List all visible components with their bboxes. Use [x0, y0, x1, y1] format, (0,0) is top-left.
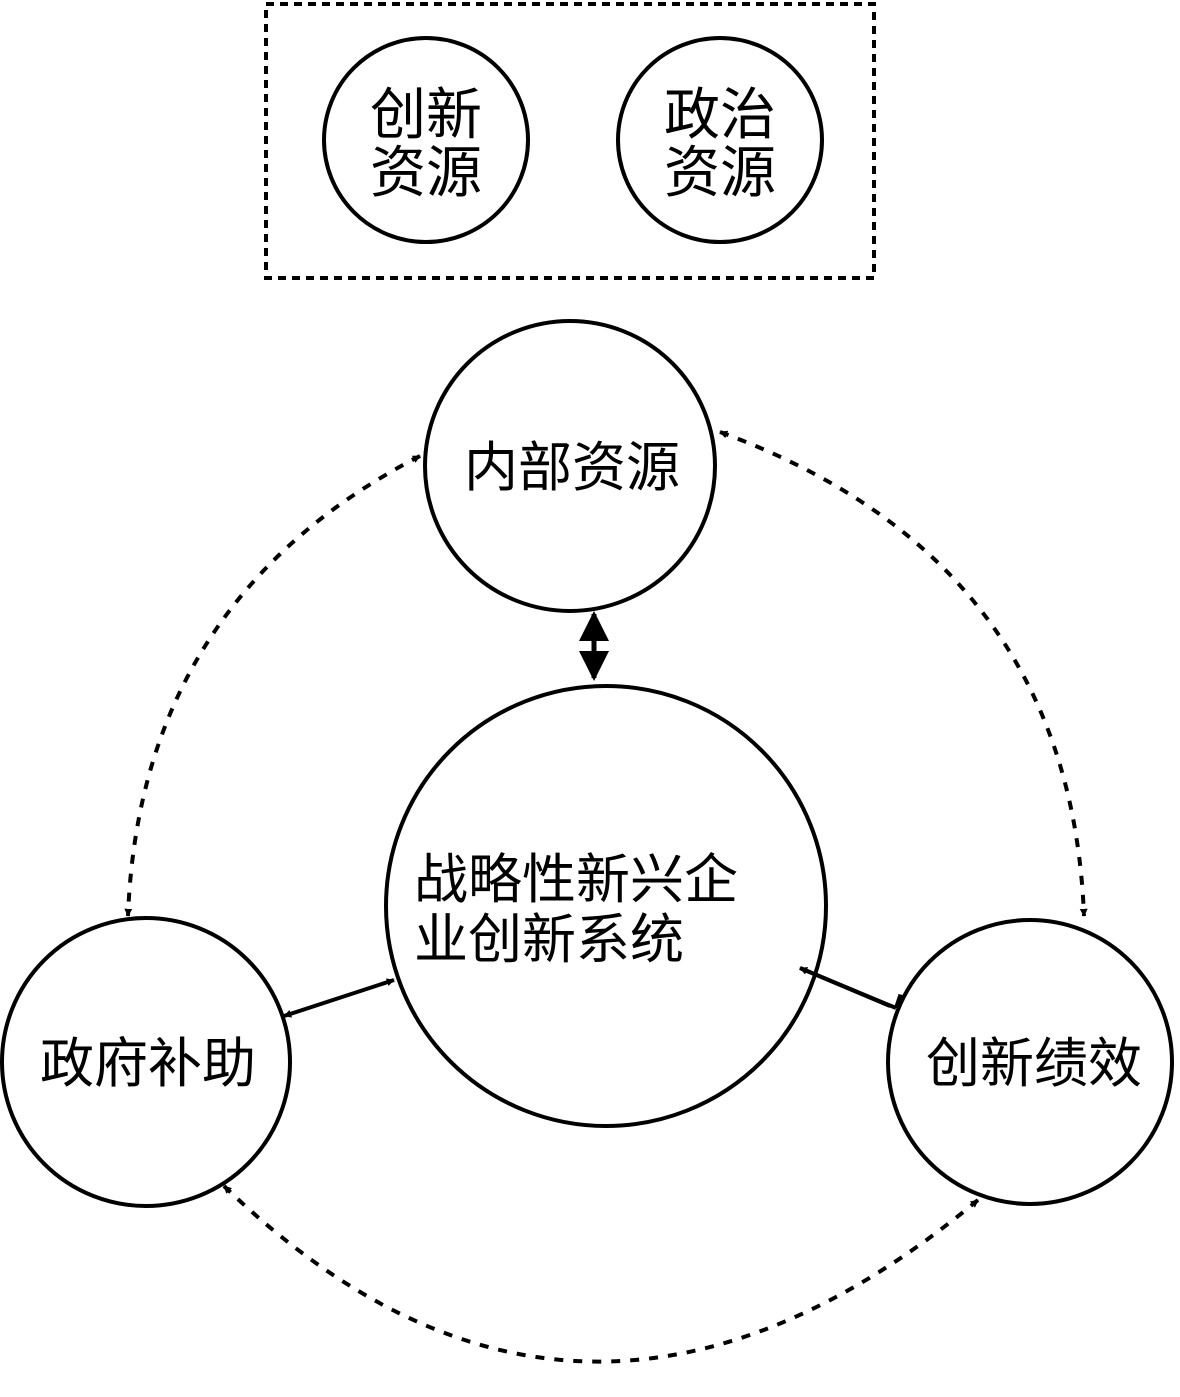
node-innovation-resources-line1: 创新 — [370, 83, 482, 148]
link-internal-performance — [719, 430, 1088, 917]
node-government-subsidy: 政府补助 — [0, 916, 292, 1208]
node-political-resources: 政治 资源 — [616, 36, 824, 244]
link-performance-system-arrow — [799, 966, 891, 1008]
node-internal-resources-label: 内部资源 — [464, 436, 680, 499]
node-innovation-performance-label: 创新绩效 — [926, 1032, 1142, 1095]
node-political-resources-line2: 资源 — [664, 141, 776, 206]
node-internal-resources: 内部资源 — [423, 319, 717, 613]
legend-box — [264, 2, 876, 280]
link-subsidy-performance — [222, 1184, 980, 1364]
node-innovation-resources: 创新 资源 — [322, 36, 530, 244]
node-innovation-performance: 创新绩效 — [886, 918, 1174, 1206]
link-internal-subsidy — [124, 454, 421, 917]
node-government-subsidy-label: 政府补助 — [40, 1032, 256, 1095]
node-innovation-system: 战略性新兴企 业创新系统 — [384, 684, 828, 1128]
node-innovation-resources-line2: 资源 — [370, 141, 482, 206]
node-political-resources-line1: 政治 — [664, 83, 776, 148]
node-innovation-system-line2: 业创新系统 — [414, 908, 684, 971]
link-subsidy-system — [283, 978, 395, 1018]
node-innovation-system-line1: 战略性新兴企 — [414, 848, 738, 911]
